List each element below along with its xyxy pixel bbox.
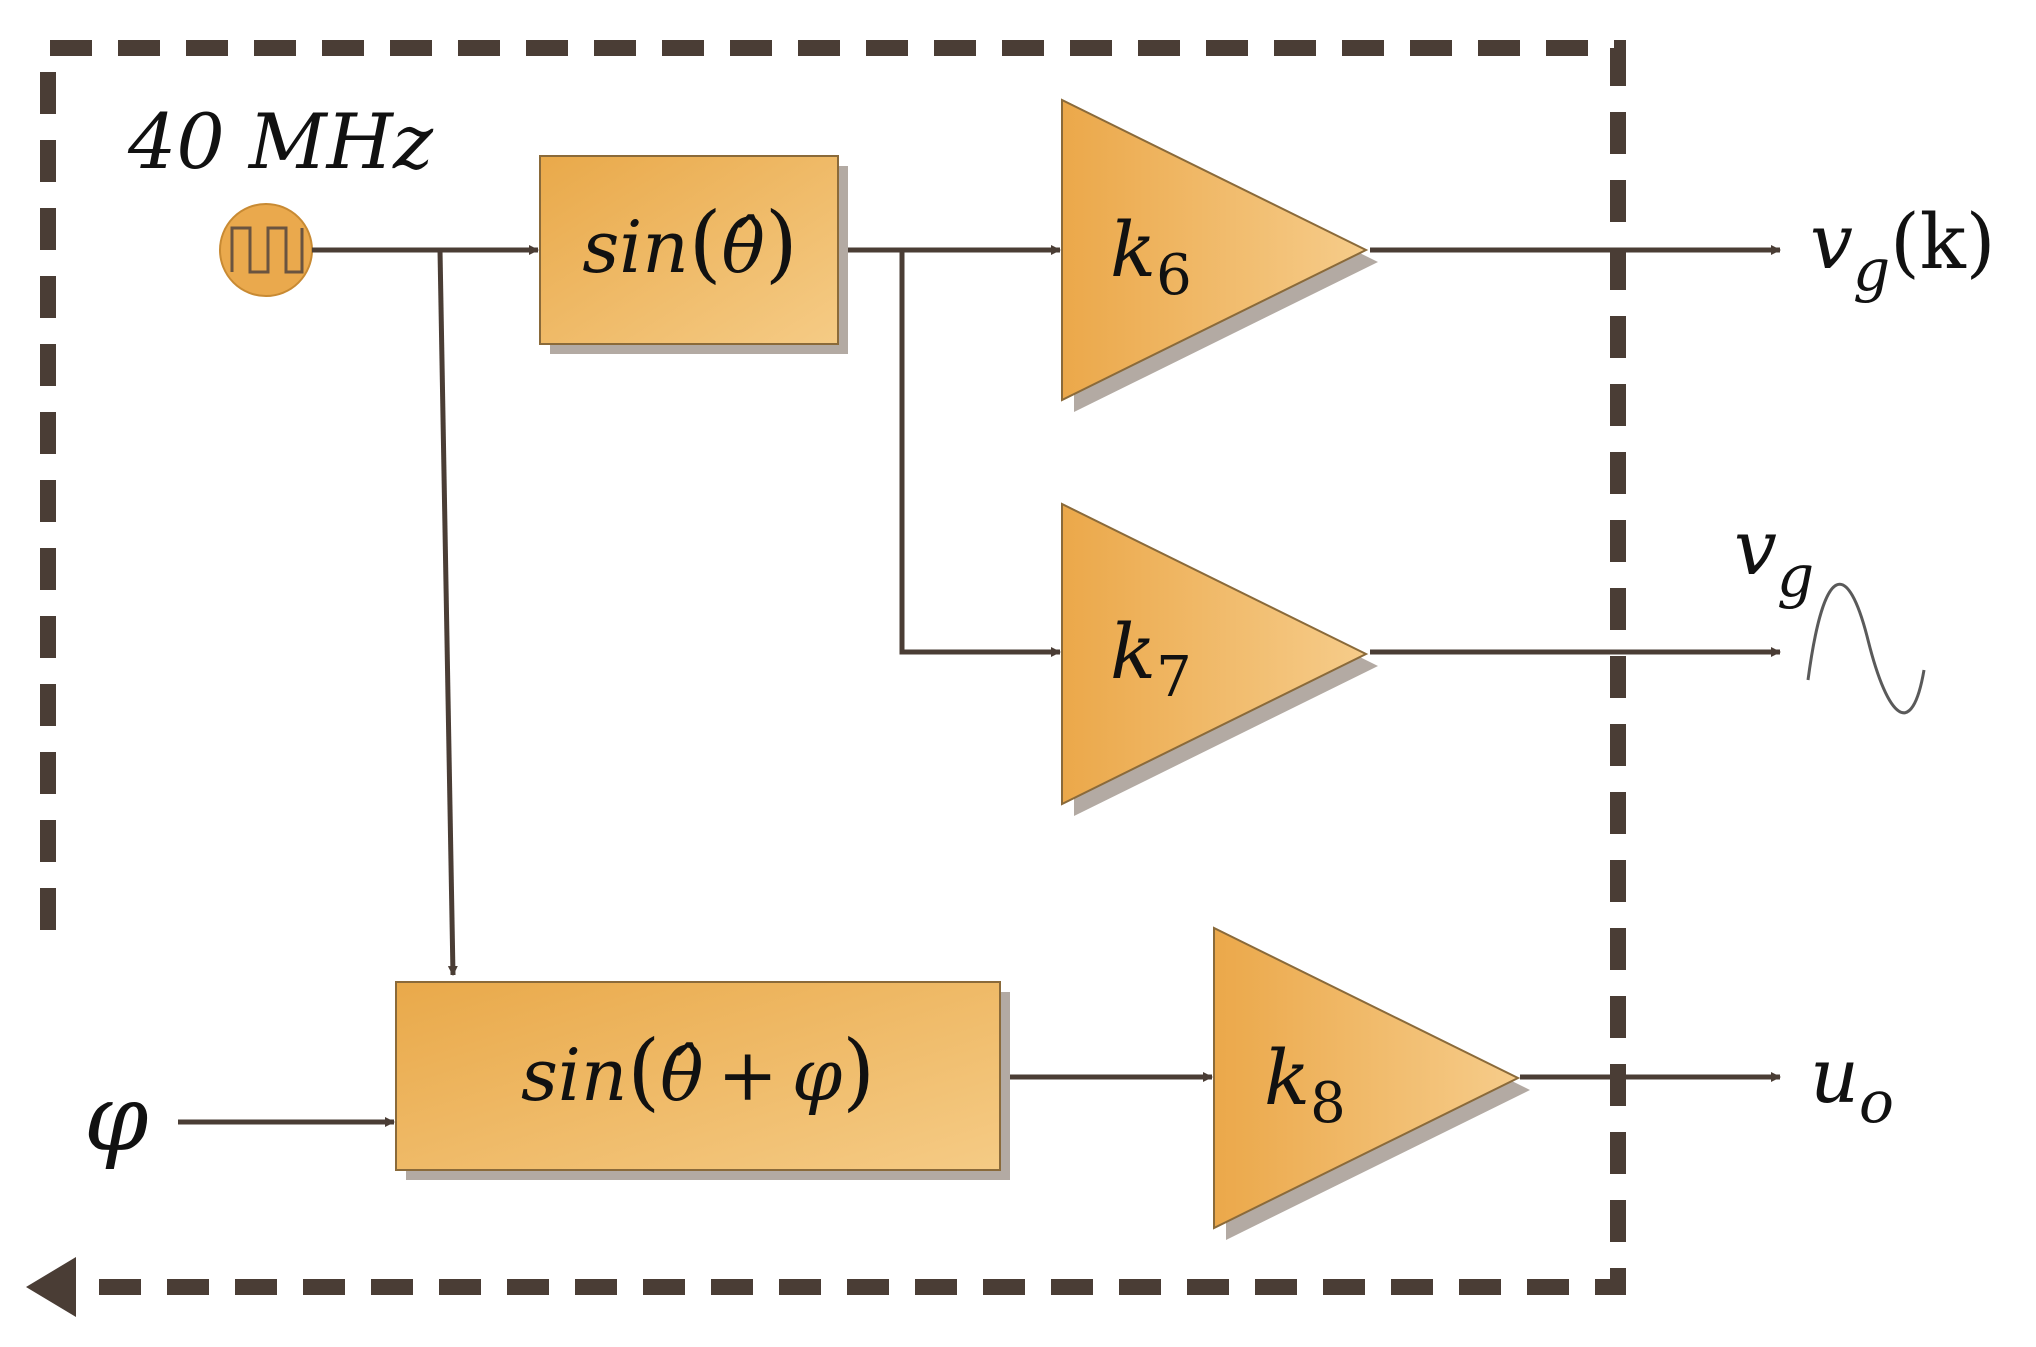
wires bbox=[178, 245, 1781, 1127]
wire-clock-to-sin-phi bbox=[437, 249, 458, 976]
gain-k8: k8 bbox=[1213, 926, 1530, 1240]
dashed-boundary bbox=[26, 40, 1626, 1317]
gain-k6: k6 bbox=[1061, 98, 1378, 412]
clock-circle-icon bbox=[219, 203, 313, 297]
k8-label: k8 bbox=[1264, 1033, 1346, 1136]
gain-triangle bbox=[1061, 502, 1369, 806]
clock-source: 40 MHz bbox=[127, 97, 434, 297]
sin-theta-block: sin(θ̂) bbox=[539, 155, 848, 354]
uo-output-label: uo bbox=[1810, 1031, 1894, 1136]
phi-input-label: φ bbox=[84, 1065, 149, 1172]
boundary-arrowhead-icon bbox=[26, 1257, 76, 1317]
block-body bbox=[395, 981, 1001, 1171]
sin-theta-label: sin(θ̂) bbox=[582, 194, 797, 292]
gain-k7: k7 bbox=[1061, 502, 1378, 816]
vg-output-label: vg bbox=[1734, 503, 1814, 610]
k7-label: k7 bbox=[1110, 607, 1192, 710]
wire-sin-to-k7 bbox=[899, 250, 1061, 657]
sine-wave-icon bbox=[1806, 582, 1926, 715]
sin-theta-phi-label: sin(θ̂+φ) bbox=[521, 1022, 875, 1120]
k6-label: k6 bbox=[1110, 205, 1192, 308]
clock-label: 40 MHz bbox=[127, 97, 434, 186]
square-wave-icon bbox=[230, 226, 304, 274]
block-body bbox=[539, 155, 839, 345]
gain-triangle bbox=[1061, 98, 1369, 402]
sin-theta-phi-block: sin(θ̂+φ) bbox=[395, 981, 1010, 1180]
gain-triangle bbox=[1213, 926, 1521, 1230]
vg-k-output-label: vg(k) bbox=[1810, 197, 1995, 304]
